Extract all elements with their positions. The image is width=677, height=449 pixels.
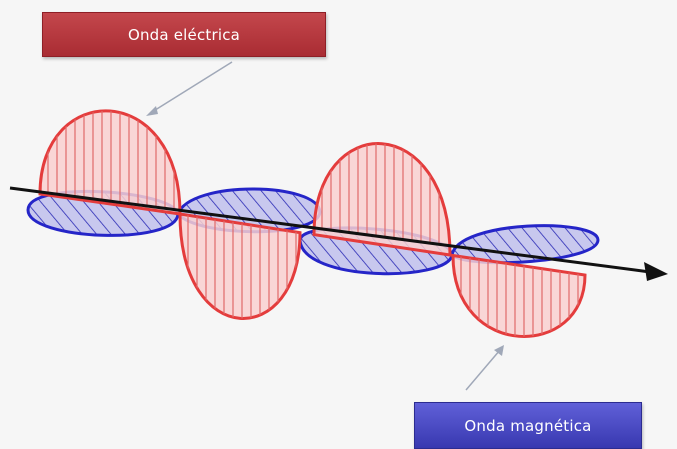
propagation-axis — [9, 186, 668, 281]
magnetic-pointer — [465, 349, 501, 391]
axis-arrowhead — [644, 262, 668, 281]
electric-wave-label-text: Onda eléctrica — [127, 25, 241, 44]
pointer-lines — [146, 61, 504, 391]
electric-lobe-2 — [178, 212, 302, 320]
magnetic-wave-label-text: Onda magnética — [464, 416, 592, 435]
electric-lobe-4 — [451, 253, 587, 338]
electric-wave-label: Onda eléctrica — [42, 12, 326, 57]
electric-wave — [38, 109, 587, 338]
magnetic-wave-label: Onda magnética — [414, 402, 642, 449]
electric-pointer — [151, 61, 233, 113]
